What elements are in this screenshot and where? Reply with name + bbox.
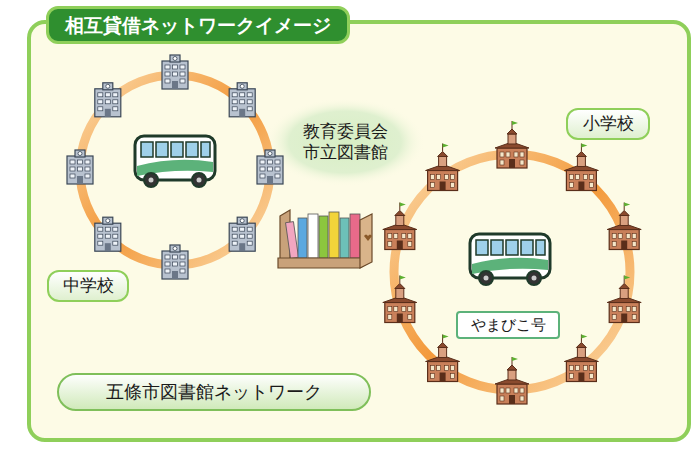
label-box: やまびこ号: [456, 311, 560, 339]
school-building: [257, 150, 283, 184]
label-box: 小学校: [566, 108, 650, 140]
school-building: [229, 83, 255, 117]
school-building: [162, 55, 188, 89]
network-bar: 五條市図書館ネットワーク: [58, 374, 370, 410]
school-building: [383, 203, 417, 250]
school-building: [95, 217, 121, 251]
node-text: 五條市図書館ネットワーク: [106, 381, 322, 404]
node-text: やまびこ号: [471, 316, 546, 335]
node-text: 中学校: [63, 275, 114, 296]
school-building: [67, 150, 93, 184]
school-building: [495, 357, 529, 404]
school-building: [426, 335, 460, 382]
label-box: 中学校: [47, 270, 129, 302]
school-building: [95, 83, 121, 117]
node-text: 小学校: [583, 113, 634, 134]
school-building: [564, 335, 598, 382]
school-building: [564, 144, 598, 191]
school-building: [426, 144, 460, 191]
school-building: [383, 276, 417, 323]
node-text: 教育委員会 市立図書館: [299, 121, 391, 164]
school-building: [607, 276, 641, 323]
school-building: [162, 245, 188, 279]
school-building: [229, 217, 255, 251]
school-building: [495, 121, 529, 168]
title-tab: 相互貸借ネットワークイメージ: [46, 6, 350, 44]
school-building: [607, 203, 641, 250]
library-glow: 教育委員会 市立図書館: [290, 112, 400, 172]
